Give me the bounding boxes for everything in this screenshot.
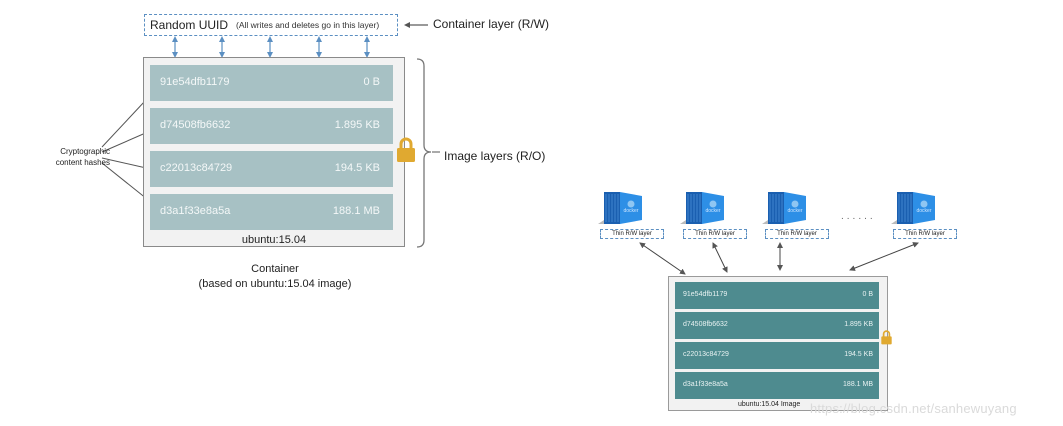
- layer-hash: d3a1f33e8a5a: [683, 381, 728, 388]
- layer-size: 1.895 KB: [334, 119, 380, 131]
- image-name: ubuntu:15.04: [241, 234, 307, 246]
- image-layer: d3a1f33e8a5a 188.1 MB: [675, 372, 879, 399]
- container-caption: Container (based on ubuntu:15.04 image): [198, 263, 352, 290]
- shared-image-arrows: [639, 242, 919, 275]
- lock-icon: [397, 137, 415, 162]
- ellipsis: ......: [841, 211, 876, 222]
- layer-hash: d3a1f33e8a5a: [160, 205, 231, 217]
- container-layer-title: Random UUID: [150, 18, 229, 32]
- image-layer: d74508fb6632 1.895 KB: [150, 108, 393, 144]
- layer-size: 1.895 KB: [844, 321, 873, 328]
- layer-size: 0 B: [862, 291, 873, 298]
- layer-size: 188.1 MB: [332, 205, 380, 217]
- svg-text:docker: docker: [916, 208, 931, 214]
- image-layer: d74508fb6632 1.895 KB: [675, 312, 879, 339]
- hash-annotation: Cryptographic content hashes: [55, 147, 110, 167]
- write-arrows: [172, 36, 370, 58]
- thin-rw-layer-label: Thin R/W layer: [893, 229, 957, 239]
- container-layer-label: Container layer (R/W): [433, 17, 550, 31]
- layer-hash: d74508fb6632: [683, 321, 728, 328]
- docker-container-icon: docker: [680, 192, 724, 224]
- thin-rw-layer-label: Thin R/W layer: [683, 229, 747, 239]
- image-layer: d3a1f33e8a5a 188.1 MB: [150, 194, 393, 230]
- image-layers-brace: [416, 58, 432, 248]
- svg-text:docker: docker: [623, 208, 638, 214]
- docker-container-icon: docker: [598, 192, 642, 224]
- image-layer: 91e54dfb1179 0 B: [675, 282, 879, 309]
- image-layer: 91e54dfb1179 0 B: [150, 65, 393, 101]
- container-layer-note: (All writes and deletes go in this layer…: [236, 20, 380, 30]
- layer-size: 0 B: [363, 76, 380, 88]
- layer-hash: c22013c84729: [160, 162, 233, 174]
- layer-hash: 91e54dfb1179: [683, 291, 728, 298]
- layer-size: 188.1 MB: [843, 381, 873, 388]
- watermark: https://blog.csdn.net/sanhewuyang: [810, 401, 1017, 416]
- docker-container-icon: docker: [762, 192, 806, 224]
- thin-rw-layer-label: Thin R/W layer: [765, 229, 829, 239]
- layer-hash: 91e54dfb1179: [160, 76, 230, 88]
- layer-size: 194.5 KB: [334, 162, 380, 174]
- image-name: ubuntu:15.04 Image: [738, 401, 801, 408]
- svg-text:docker: docker: [705, 208, 720, 214]
- layer-hash: d74508fb6632: [160, 119, 231, 131]
- image-layers-label: Image layers (R/O): [444, 149, 546, 163]
- layer-hash: c22013c84729: [683, 351, 729, 358]
- image-layer: c22013c84729 194.5 KB: [675, 342, 879, 369]
- layer-size: 194.5 KB: [844, 351, 873, 358]
- container-layer-box: [144, 14, 398, 36]
- thin-rw-layer-label: Thin R/W layer: [600, 229, 664, 239]
- svg-text:docker: docker: [787, 208, 802, 214]
- image-layer: c22013c84729 194.5 KB: [150, 151, 393, 187]
- lock-icon: [881, 330, 892, 345]
- docker-container-icon: docker: [891, 192, 935, 224]
